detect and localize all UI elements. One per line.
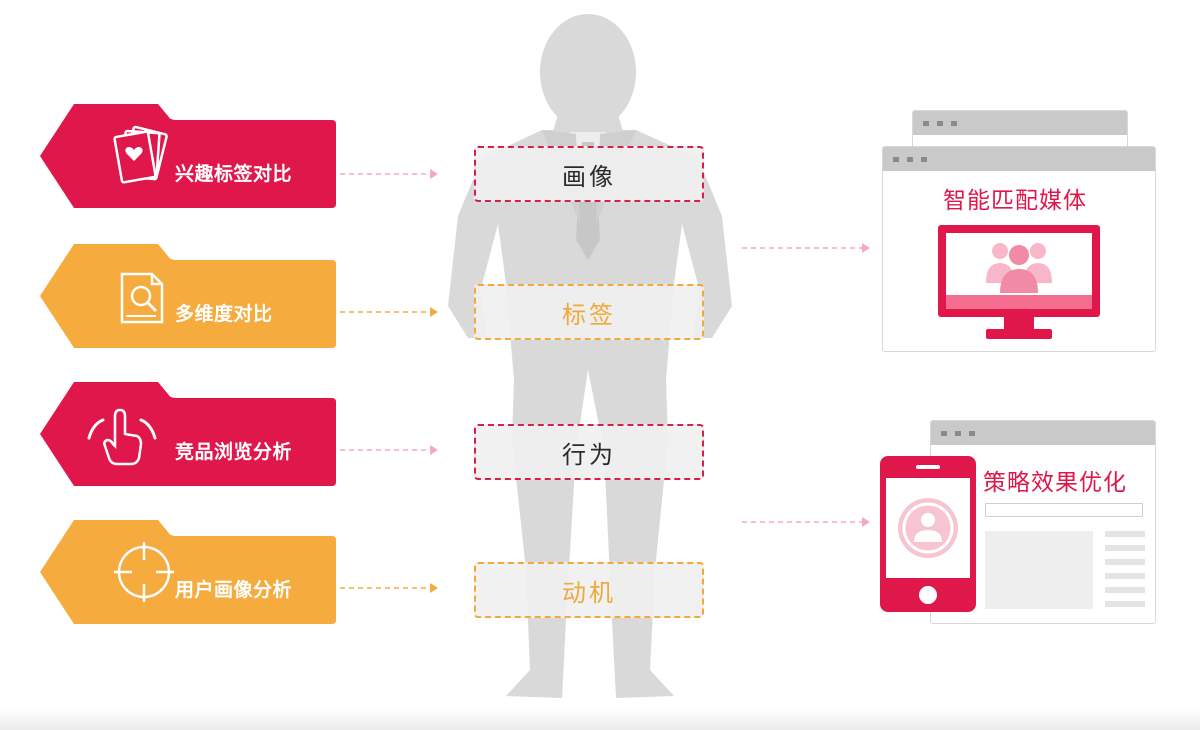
- window-title-bar: [883, 147, 1155, 171]
- tag-box-portrait: 画像: [474, 146, 704, 202]
- arrow-badge-to-tag: [340, 445, 438, 455]
- placeholder-text-lines: [1105, 531, 1145, 607]
- badge-label: 用户画像分析: [175, 579, 293, 601]
- arrow-badge-to-tag: [340, 307, 438, 317]
- phone-user-icon: [880, 456, 976, 612]
- crosshair-icon: [114, 542, 174, 602]
- document-magnifier-icon: [120, 272, 164, 324]
- arrow-badge-to-tag: [340, 583, 438, 593]
- tag-box-behavior: 行为: [474, 424, 704, 480]
- badge-user-profile[interactable]: 用户画像分析: [40, 520, 336, 624]
- arrow-to-media: [742, 243, 870, 253]
- strategy-title: 策略效果优化: [983, 470, 1127, 496]
- badge-shape: [40, 244, 336, 348]
- badge-multi-dimension[interactable]: 多维度对比: [40, 244, 336, 348]
- cards-heart-icon: [113, 125, 168, 184]
- badge-label: 兴趣标签对比: [175, 163, 293, 185]
- arrow-to-strategy: [742, 517, 870, 527]
- badge-shape: [40, 104, 336, 208]
- placeholder-search-bar: [985, 503, 1143, 517]
- arrow-badge-to-tag: [340, 169, 438, 179]
- window-title-bar: [931, 421, 1155, 445]
- badge-label: 多维度对比: [175, 303, 273, 325]
- monitor-users-icon: [938, 225, 1100, 339]
- placeholder-image-block: [985, 531, 1093, 609]
- media-title: 智能匹配媒体: [943, 188, 1087, 214]
- tag-box-tags: 标签: [474, 284, 704, 340]
- badge-label: 竞品浏览分析: [175, 441, 293, 463]
- floor-shadow: [0, 708, 1200, 730]
- pointer-hand-icon: [87, 408, 157, 466]
- badge-competitor-browsing[interactable]: 竞品浏览分析: [40, 382, 336, 486]
- media-window: 智能匹配媒体: [882, 146, 1156, 352]
- badge-interest-tags[interactable]: 兴趣标签对比: [40, 104, 336, 208]
- badge-shape: [40, 382, 336, 486]
- tag-box-motivation: 动机: [474, 562, 704, 618]
- window-title-bar: [913, 111, 1127, 135]
- badge-shape: [40, 520, 336, 624]
